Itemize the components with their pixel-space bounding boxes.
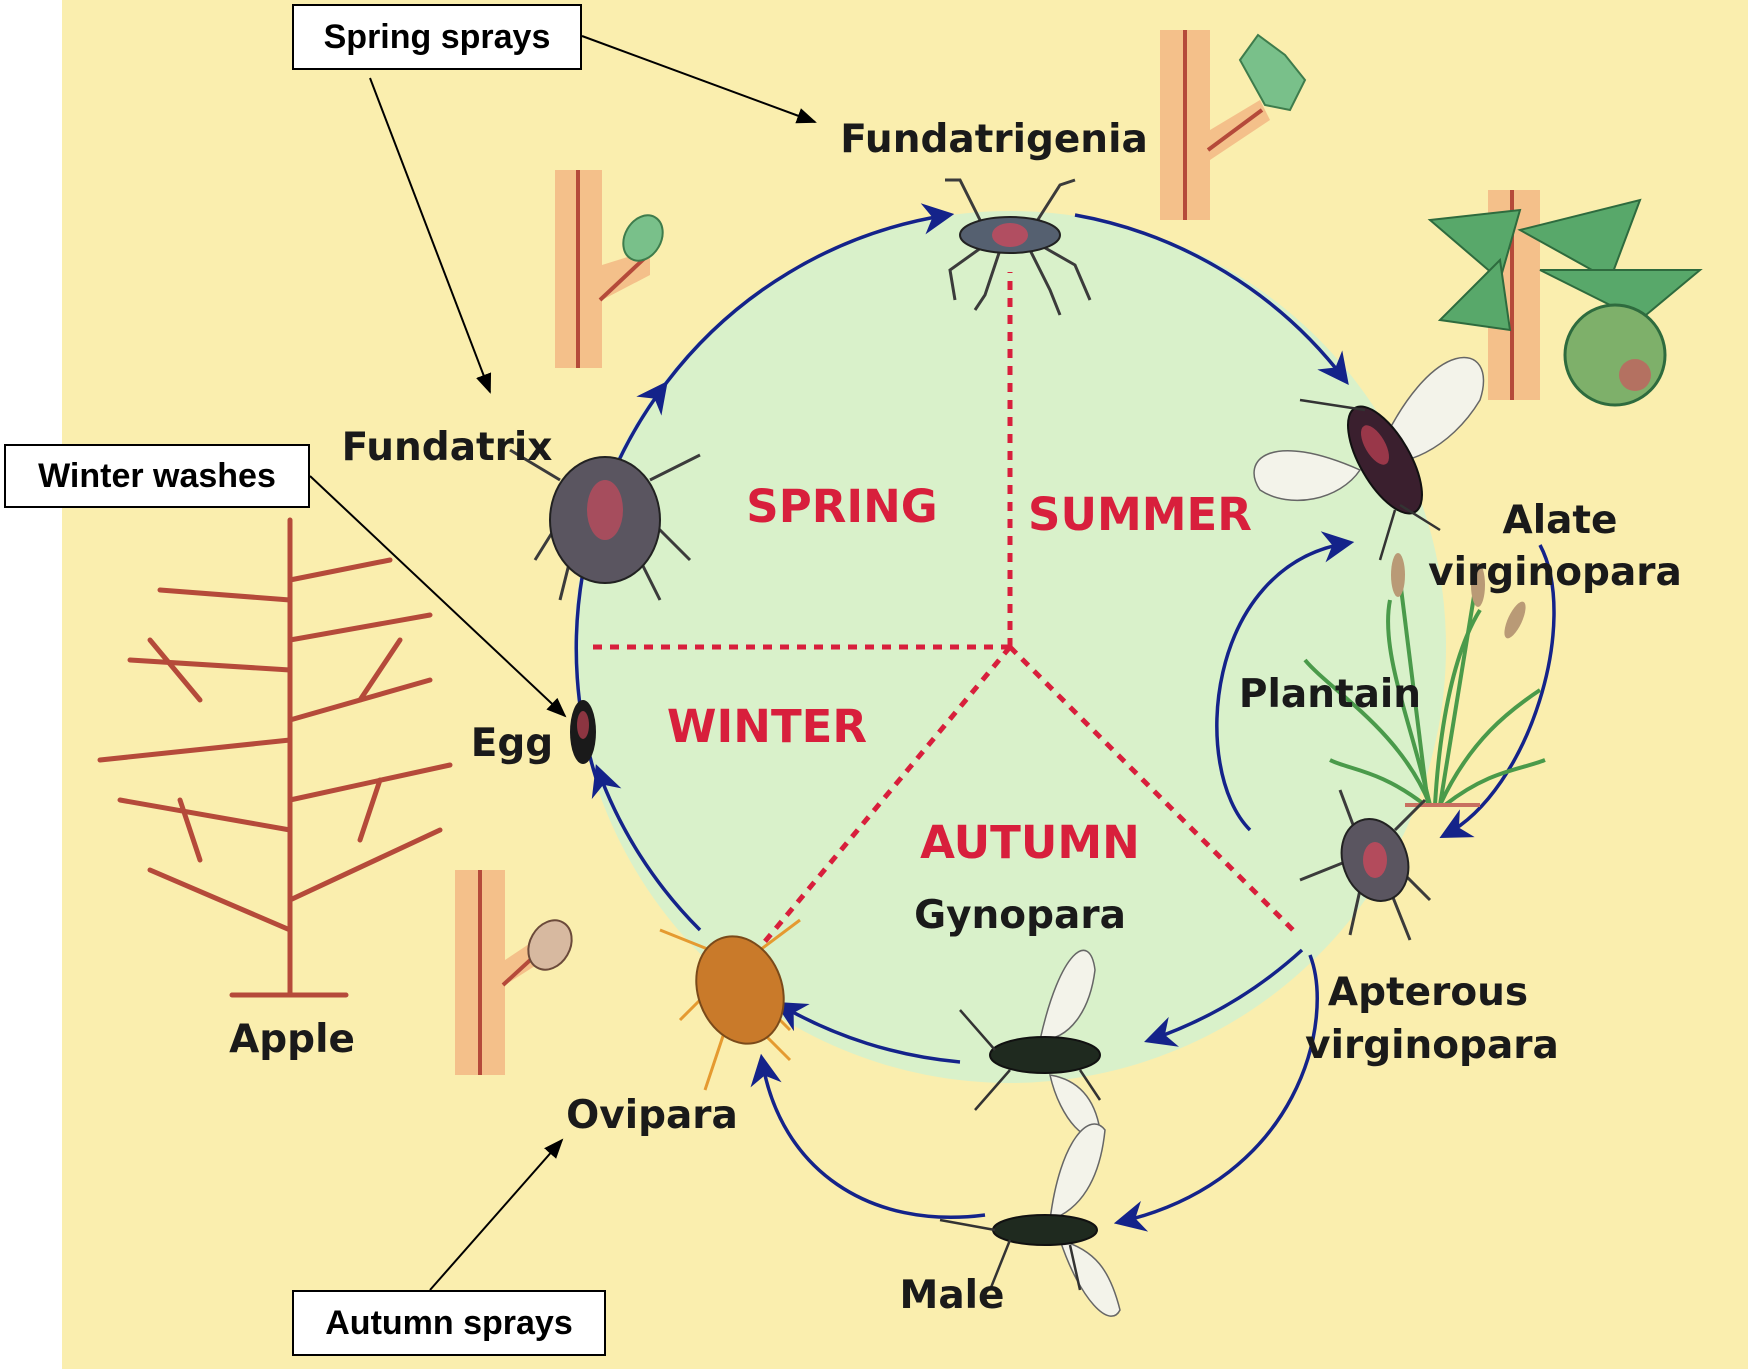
label-apterous-line2: virginopara: [1305, 1023, 1559, 1068]
label-apple: Apple: [229, 1017, 355, 1062]
label-apterous-line1: Apterous: [1328, 970, 1528, 1015]
spring-sprays-callout: Spring sprays: [292, 4, 582, 70]
label-ovipara: Ovipara: [566, 1093, 738, 1138]
label-egg: Egg: [471, 721, 553, 766]
label-fundatrix: Fundatrix: [342, 425, 553, 470]
autumn-sprays-callout: Autumn sprays: [292, 1290, 606, 1356]
season-summer: SUMMER: [1028, 488, 1252, 541]
label-gynopara: Gynopara: [914, 893, 1126, 938]
label-alate-line1: Alate: [1503, 498, 1618, 543]
label-plantain: Plantain: [1239, 672, 1421, 717]
season-autumn: AUTUMN: [920, 816, 1140, 869]
season-winter: WINTER: [667, 700, 867, 753]
egg-icon: [570, 700, 596, 764]
winter-washes-callout: Winter washes: [4, 444, 310, 508]
label-fundatrigenia: Fundatrigenia: [840, 117, 1148, 162]
season-spring: SPRING: [746, 480, 937, 533]
label-male: Male: [900, 1273, 1005, 1318]
label-alate-line2: virginopara: [1428, 550, 1682, 595]
